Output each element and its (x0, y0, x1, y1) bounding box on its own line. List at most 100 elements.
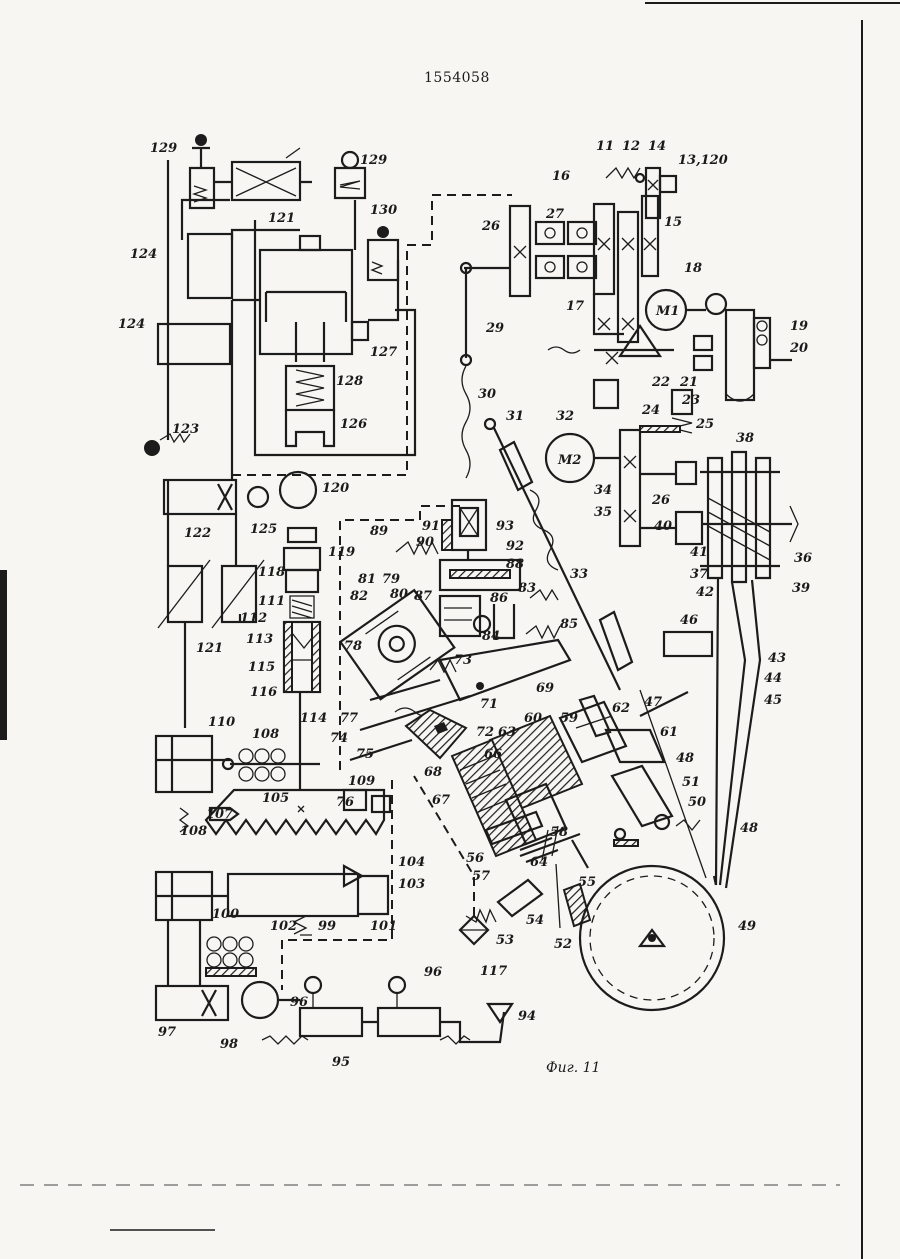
label-92: 92 (506, 539, 524, 554)
label-32: 32 (556, 409, 574, 424)
label-80: 80 (390, 587, 408, 602)
label-95: 95 (332, 1055, 350, 1070)
label-87: 87 (414, 589, 432, 604)
label-89: 89 (370, 524, 388, 539)
label-96: 96 (290, 995, 308, 1010)
label-37: 37 (690, 567, 708, 582)
label-40: 40 (654, 519, 672, 534)
label-17: 17 (566, 299, 584, 314)
label-85: 85 (560, 617, 578, 632)
label-35: 35 (594, 505, 612, 520)
label-61: 61 (660, 725, 678, 740)
label-34: 34 (594, 483, 612, 498)
label-25: 25 (695, 417, 714, 432)
label-53: 53 (496, 933, 514, 948)
label-M2: M2 (557, 453, 581, 468)
label-103: 103 (398, 877, 425, 892)
label-124: 124 (130, 247, 157, 262)
hydraulic-block-top (158, 134, 512, 480)
label-72: 72 (476, 725, 494, 740)
label-82: 82 (350, 589, 368, 604)
label-83: 83 (518, 581, 536, 596)
label-26: 26 (651, 493, 670, 508)
label-33: 33 (570, 567, 588, 582)
label-60: 60 (524, 711, 542, 726)
label-128: 128 (336, 374, 363, 389)
label-97: 97 (158, 1025, 176, 1040)
label-110: 110 (208, 715, 235, 730)
label-23: 23 (681, 393, 700, 408)
label-118: 118 (258, 565, 285, 580)
label-108: 108 (252, 727, 279, 742)
label-67: 67 (432, 793, 450, 808)
label-121: 121 (196, 641, 223, 656)
label-13-120: 13,120 (678, 153, 728, 168)
label-56: 56 (466, 851, 484, 866)
label-126: 126 (340, 417, 367, 432)
label-52: 52 (554, 937, 572, 952)
label-122: 122 (184, 526, 211, 541)
label-43: 43 (768, 651, 786, 666)
label-123: 123 (172, 422, 199, 437)
label-45: 45 (764, 693, 782, 708)
label-71: 71 (480, 697, 498, 712)
label-46: 46 (680, 613, 698, 628)
label-104: 104 (398, 855, 425, 870)
label-101: 101 (370, 919, 397, 934)
label-54: 54 (526, 913, 544, 928)
main-pulley (580, 866, 724, 1010)
label-130: 130 (370, 203, 397, 218)
label-30: 30 (478, 387, 496, 402)
label-125: 125 (250, 522, 277, 537)
label-49: 49 (738, 919, 756, 934)
label-73: 73 (454, 653, 472, 668)
label-78: 78 (344, 639, 362, 654)
label-94: 94 (518, 1009, 536, 1024)
label-12: 12 (622, 139, 640, 154)
label-16: 16 (552, 169, 570, 184)
label-119: 119 (328, 545, 355, 560)
label-116: 116 (250, 685, 277, 700)
label-120: 120 (322, 481, 349, 496)
label-93: 93 (496, 519, 514, 534)
label-20: 20 (789, 341, 808, 356)
label-117: 117 (480, 964, 507, 979)
label-79: 79 (382, 572, 400, 587)
label-66: 66 (484, 747, 502, 762)
label-64: 64 (530, 855, 548, 870)
label-24: 24 (641, 403, 660, 418)
label-58: 58 (550, 825, 568, 840)
label-96: 96 (424, 965, 442, 980)
label-108: 108 (180, 824, 207, 839)
label-14: 14 (648, 139, 666, 154)
label-75: 75 (356, 747, 374, 762)
label-31: 31 (506, 409, 524, 424)
label-115: 115 (248, 660, 275, 675)
label-M1: M1 (655, 304, 679, 319)
label-18: 18 (684, 261, 702, 276)
label-84: 84 (482, 629, 500, 644)
label-127: 127 (370, 345, 397, 360)
label-59: 59 (560, 711, 578, 726)
label-129: 129 (360, 153, 387, 168)
patent-number: 1554058 (424, 70, 490, 86)
label-99: 99 (318, 919, 336, 934)
label-81: 81 (358, 572, 376, 587)
label-22: 22 (651, 375, 670, 390)
label-68: 68 (424, 765, 442, 780)
label-88: 88 (506, 557, 524, 572)
label-112: 112 (240, 611, 267, 626)
label-86: 86 (490, 591, 508, 606)
label-48: 48 (740, 821, 758, 836)
label-15: 15 (664, 215, 682, 230)
label-63: 63 (498, 725, 516, 740)
page-borders (0, 3, 900, 1259)
label-76: 76 (336, 795, 354, 810)
label-102: 102 (270, 919, 297, 934)
label-29: 29 (485, 321, 504, 336)
label-124: 124 (118, 317, 145, 332)
label-90: 90 (416, 535, 434, 550)
bottom-left-mechanism (156, 506, 512, 1044)
label-51: 51 (682, 775, 700, 790)
